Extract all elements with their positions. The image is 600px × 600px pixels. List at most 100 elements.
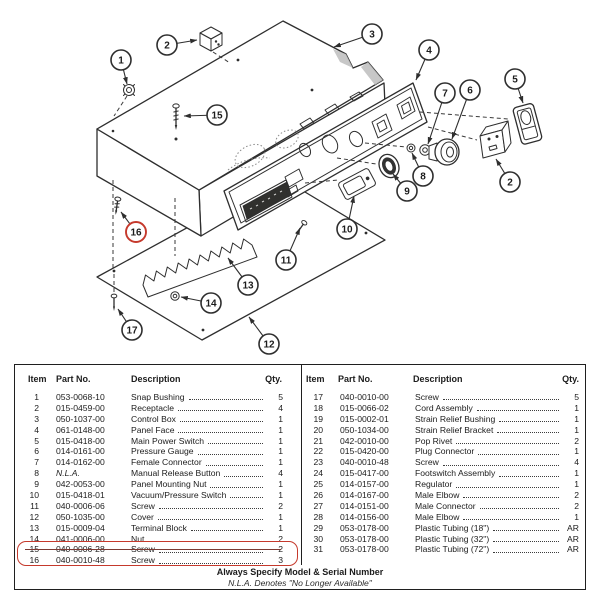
dotted-leader bbox=[463, 512, 559, 521]
cell-part-no: 014-0151-00 bbox=[340, 500, 389, 511]
cell-part-no: 061-0148-00 bbox=[56, 424, 105, 435]
cell-qty: 1 bbox=[278, 490, 283, 501]
cell-part-no: 015-0459-00 bbox=[56, 402, 105, 413]
cell-qty: 1 bbox=[574, 413, 579, 424]
dotted-leader bbox=[456, 479, 559, 488]
callout-circle bbox=[121, 319, 143, 341]
cell-qty: 1 bbox=[278, 522, 283, 533]
part-9-panel-mounting-nut bbox=[378, 153, 400, 179]
cell-part-no: 015-0418-00 bbox=[56, 435, 105, 446]
cell-qty: 5 bbox=[278, 392, 283, 402]
header-qty: Qty. bbox=[562, 374, 579, 384]
cell-description: Screw bbox=[415, 457, 439, 468]
cell-part-no: 053-0068-10 bbox=[56, 392, 105, 402]
callout-circle bbox=[504, 68, 526, 90]
dotted-leader bbox=[205, 457, 263, 466]
dotted-leader bbox=[179, 414, 263, 423]
callout-number: 1 bbox=[118, 56, 124, 67]
cell-item: 6 bbox=[34, 446, 39, 457]
cell-qty: 1 bbox=[574, 424, 579, 435]
callout-6: 6 bbox=[451, 79, 481, 140]
cell-description: Male Elbow bbox=[415, 490, 460, 501]
cell-item: 30 bbox=[313, 533, 323, 544]
cell-qty: 2 bbox=[278, 533, 283, 544]
cell-description: Vacuum/Pressure Switch bbox=[131, 490, 227, 501]
cell-item: 27 bbox=[313, 500, 323, 511]
cell-part-no: 015-0418-01 bbox=[56, 490, 105, 501]
cell-description: Strain Relief Bushing bbox=[415, 413, 496, 424]
dotted-leader bbox=[158, 544, 263, 553]
cell-description: Main Power Switch bbox=[131, 435, 205, 446]
cell-part-no: 041-0006-00 bbox=[56, 533, 105, 544]
callout-number: 17 bbox=[126, 326, 138, 337]
cell-item: 4 bbox=[34, 424, 39, 435]
cell-qty: 4 bbox=[278, 402, 283, 413]
part-4-panel-face bbox=[223, 82, 428, 231]
callout-11: 11 bbox=[275, 227, 301, 271]
dotted-leader bbox=[158, 555, 263, 564]
dotted-leader bbox=[478, 446, 559, 455]
callout-circle-highlighted bbox=[125, 221, 147, 243]
callout-number: 2 bbox=[507, 178, 513, 189]
table-footer-nla-note: N.L.A. Denotes "No Longer Available" bbox=[228, 578, 372, 588]
cell-part-no: 050-1037-00 bbox=[56, 413, 105, 424]
dotted-leader bbox=[188, 392, 263, 401]
header-description: Description bbox=[413, 374, 463, 384]
dotted-leader bbox=[230, 490, 263, 499]
cell-part-no: 015-0009-04 bbox=[56, 522, 105, 533]
part-13-terminal-block bbox=[142, 238, 258, 298]
cell-item: 7 bbox=[34, 457, 39, 468]
cell-description: Nut bbox=[131, 533, 145, 544]
part-2-receptacle-right bbox=[479, 120, 512, 159]
callout-circle bbox=[237, 274, 259, 296]
cell-description: Male Elbow bbox=[415, 511, 460, 522]
callout-17: 17 bbox=[117, 308, 143, 341]
callout-5: 5 bbox=[504, 68, 526, 104]
highlight-box-rows-15-16 bbox=[17, 541, 298, 566]
cell-qty: AR bbox=[567, 533, 579, 544]
cell-part-no: 040-0010-48 bbox=[340, 457, 389, 468]
cell-qty: 3 bbox=[278, 555, 283, 566]
part-17-screw bbox=[110, 293, 118, 311]
cell-description: Manual Release Button bbox=[131, 468, 221, 479]
part-5-main-power-switch bbox=[512, 103, 543, 145]
cell-item: 16 bbox=[29, 555, 39, 566]
cell-item: 1 bbox=[34, 392, 39, 402]
callout-number: 10 bbox=[341, 225, 353, 236]
cell-part-no: 050-1035-00 bbox=[56, 511, 105, 522]
cell-item: 13 bbox=[29, 522, 39, 533]
cell-part-no: 014-0167-00 bbox=[340, 490, 389, 501]
cell-description: Snap Bushing bbox=[131, 392, 185, 402]
cell-qty: 1 bbox=[574, 402, 579, 413]
part-10-vacuum-pressure-switch bbox=[338, 168, 376, 200]
header-item: Item bbox=[306, 374, 325, 384]
callout-12: 12 bbox=[248, 316, 280, 355]
cell-description: Terminal Block bbox=[131, 522, 187, 533]
callout-circle bbox=[156, 34, 178, 56]
cell-part-no: 014-0157-00 bbox=[340, 479, 389, 490]
part-15-screw bbox=[172, 103, 180, 130]
cell-item: 21 bbox=[313, 435, 323, 446]
cell-qty: 1 bbox=[574, 468, 579, 479]
cell-part-no: 014-0161-00 bbox=[56, 446, 105, 457]
dotted-leader bbox=[493, 544, 559, 553]
cell-qty: 1 bbox=[278, 479, 283, 490]
cell-part-no: 040-0010-48 bbox=[56, 555, 105, 566]
cell-description: Plastic Tubing (32") bbox=[415, 533, 490, 544]
callout-8: 8 bbox=[411, 152, 434, 187]
callout-circle bbox=[459, 79, 481, 101]
cell-part-no: 040-0010-00 bbox=[340, 392, 389, 402]
cell-qty: 1 bbox=[278, 457, 283, 468]
cell-qty: 1 bbox=[574, 446, 579, 457]
cell-description: Panel Face bbox=[131, 424, 175, 435]
cell-qty: 1 bbox=[278, 435, 283, 446]
